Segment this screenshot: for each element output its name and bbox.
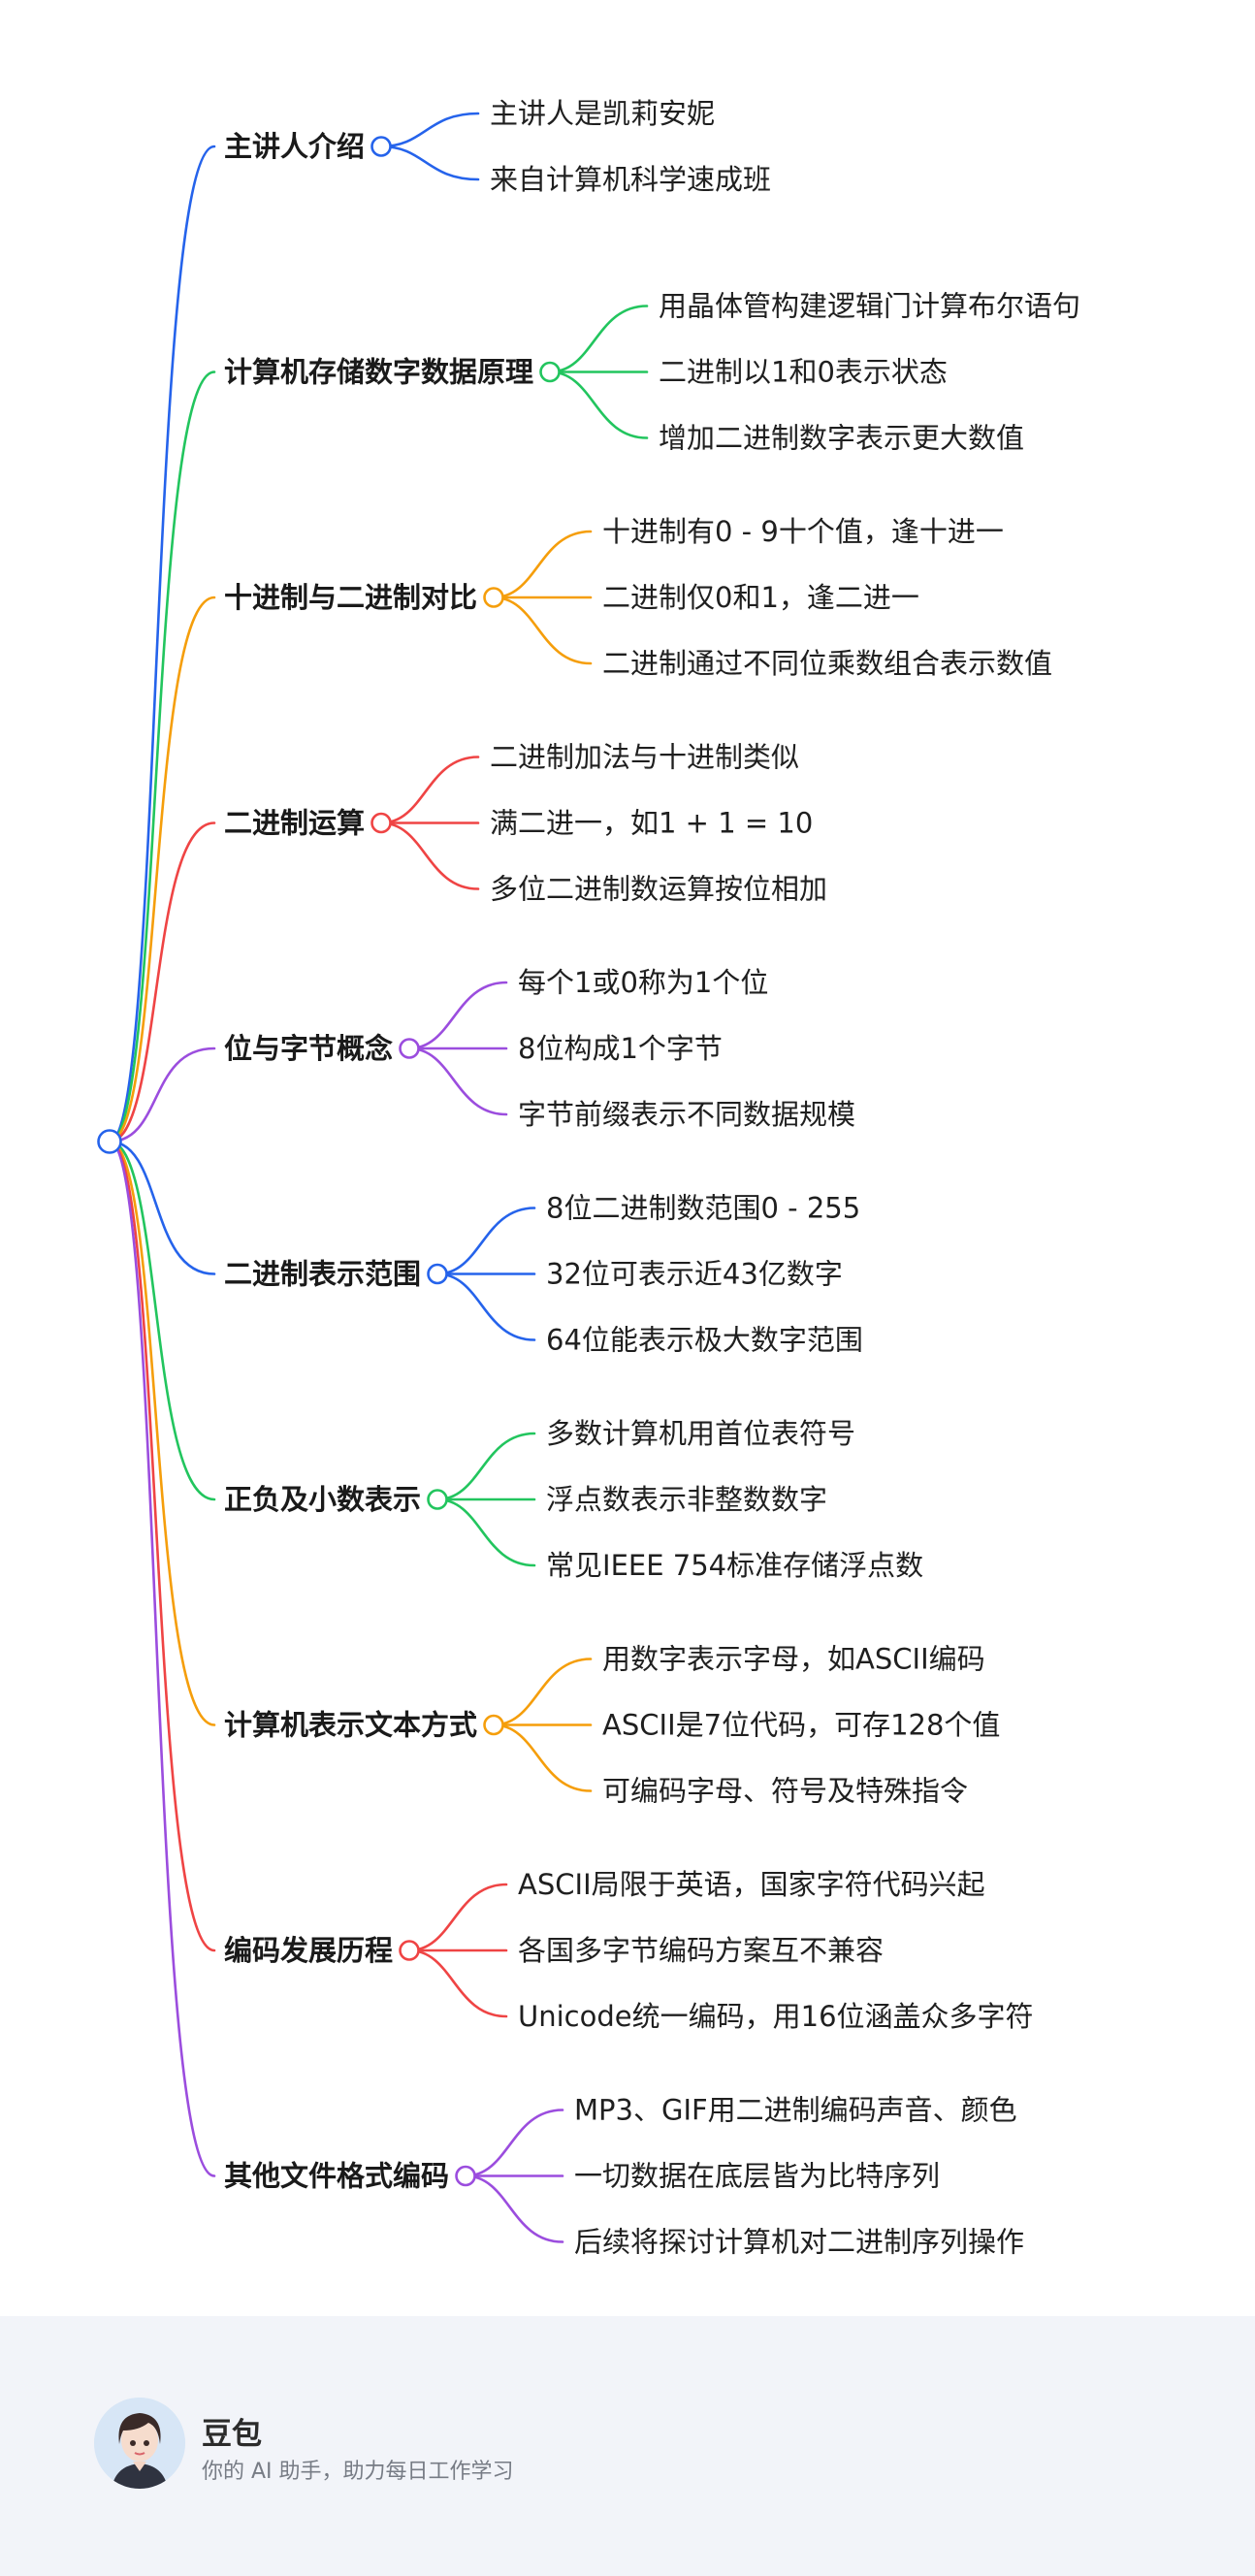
leaf-label: 可编码字母、符号及特殊指令 [602, 1775, 968, 1808]
leaf-label: MP3、GIF用二进制编码声音、颜色 [574, 2094, 1017, 2127]
leaf-label: 二进制通过不同位乘数组合表示数值 [602, 647, 1052, 680]
leaf-connector [464, 2174, 564, 2243]
branch-label: 位与字节概念 [224, 1032, 393, 1065]
root-connector-1 [108, 370, 216, 1143]
leaf-connector [435, 1207, 536, 1275]
leaf-label: 多位二进制数运算按位相加 [490, 873, 827, 906]
leaf-connector [407, 981, 508, 1050]
branch-node-toggle[interactable] [539, 361, 561, 383]
branch-node-toggle[interactable] [483, 1714, 504, 1736]
leaf-label: 十进制有0 - 9十个值，逢十进一 [602, 515, 1004, 548]
root-connector-7 [108, 1140, 216, 1726]
leaf-connector [379, 145, 480, 181]
leaf-label: 增加二进制数字表示更大数值 [659, 422, 1024, 455]
leaf-label: 用晶体管构建逻辑门计算布尔语句 [659, 290, 1080, 323]
root-connector-4 [108, 1046, 216, 1143]
branch-label: 编码发展历程 [224, 1934, 393, 1967]
leaf-connector [464, 2109, 564, 2177]
leaf-connector [435, 1272, 536, 1341]
leaf-label: 满二进一，如1 + 1 = 10 [490, 807, 813, 840]
leaf-connector [492, 1723, 593, 1792]
branch-label: 其他文件格式编码 [224, 2160, 449, 2193]
leaf-connector [548, 370, 649, 439]
root-connector-6 [108, 1140, 216, 1501]
branch-label: 计算机存储数字数据原理 [224, 356, 533, 389]
leaf-label: Unicode统一编码，用16位涵盖众多字符 [518, 2000, 1034, 2033]
root-node-toggle[interactable] [97, 1129, 122, 1154]
leaf-label: 来自计算机科学速成班 [490, 163, 771, 196]
brand-tagline: 你的 AI 助手，助力每日工作学习 [202, 2460, 514, 2484]
leaf-connector [379, 112, 480, 148]
leaf-label: 32位可表示近43亿数字 [546, 1258, 843, 1291]
branch-node-toggle[interactable] [399, 1940, 420, 1961]
root-connector-8 [108, 1140, 216, 1952]
leaf-label: 后续将探讨计算机对二进制序列操作 [574, 2226, 1024, 2259]
leaf-label: 8位二进制数范围0 - 255 [546, 1192, 860, 1225]
leaf-label: 浮点数表示非整数数字 [546, 1483, 827, 1516]
branch-node-toggle[interactable] [427, 1489, 448, 1510]
leaf-label: 64位能表示极大数字范围 [546, 1324, 863, 1357]
branch-node-toggle[interactable] [370, 812, 392, 834]
branch-node-toggle[interactable] [483, 587, 504, 608]
branch-label: 二进制表示范围 [224, 1258, 421, 1291]
leaf-label: 常见IEEE 754标准存储浮点数 [546, 1549, 923, 1582]
leaf-connector [548, 305, 649, 373]
brand-name: 豆包 [202, 2417, 262, 2452]
leaf-label: 用数字表示字母，如ASCII编码 [602, 1643, 985, 1676]
branch-node-toggle[interactable] [399, 1038, 420, 1059]
leaf-label: 二进制加法与十进制类似 [490, 741, 799, 774]
leaf-label: 各国多字节编码方案互不兼容 [518, 1934, 884, 1967]
branch-node-toggle[interactable] [370, 136, 392, 157]
leaf-label: 8位构成1个字节 [518, 1032, 723, 1065]
footer: 豆包 你的 AI 助手，助力每日工作学习 [0, 2316, 1255, 2576]
branch-label: 十进制与二进制对比 [224, 581, 477, 614]
root-connector-5 [108, 1140, 216, 1275]
leaf-label: 多数计算机用首位表符号 [546, 1417, 855, 1450]
assistant-avatar-icon [94, 2398, 185, 2489]
leaf-connector [435, 1497, 536, 1567]
leaf-label: 主讲人是凯莉安妮 [490, 97, 715, 130]
branch-node-toggle[interactable] [427, 1263, 448, 1285]
branch-label: 计算机表示文本方式 [224, 1709, 477, 1742]
leaf-label: ASCII局限于英语，国家字符代码兴起 [518, 1868, 985, 1901]
leaf-connector [435, 1432, 536, 1501]
leaf-connector [379, 756, 480, 824]
leaf-connector [407, 1883, 508, 1952]
root-connector-0 [108, 145, 216, 1143]
leaf-connector [407, 1046, 508, 1116]
leaf-label: 字节前缀表示不同数据规模 [518, 1098, 855, 1131]
branch-label: 主讲人介绍 [224, 130, 365, 163]
leaf-connector [379, 821, 480, 890]
leaf-connector [407, 1948, 508, 2018]
branch-label: 二进制运算 [224, 807, 365, 840]
leaf-label: 每个1或0称为1个位 [518, 966, 768, 999]
branch-label: 正负及小数表示 [224, 1483, 421, 1516]
leaf-connector [492, 596, 593, 665]
root-connector-9 [108, 1140, 216, 2177]
leaf-connector [492, 1658, 593, 1726]
branch-node-toggle[interactable] [455, 2165, 476, 2187]
root-connector-2 [108, 596, 216, 1143]
root-connector-3 [108, 821, 216, 1143]
leaf-label: 二进制以1和0表示状态 [659, 356, 948, 389]
leaf-label: ASCII是7位代码，可存128个值 [602, 1709, 1000, 1742]
leaf-connector [492, 530, 593, 599]
leaf-label: 一切数据在底层皆为比特序列 [574, 2160, 940, 2193]
leaf-label: 二进制仅0和1，逢二进一 [602, 581, 919, 614]
